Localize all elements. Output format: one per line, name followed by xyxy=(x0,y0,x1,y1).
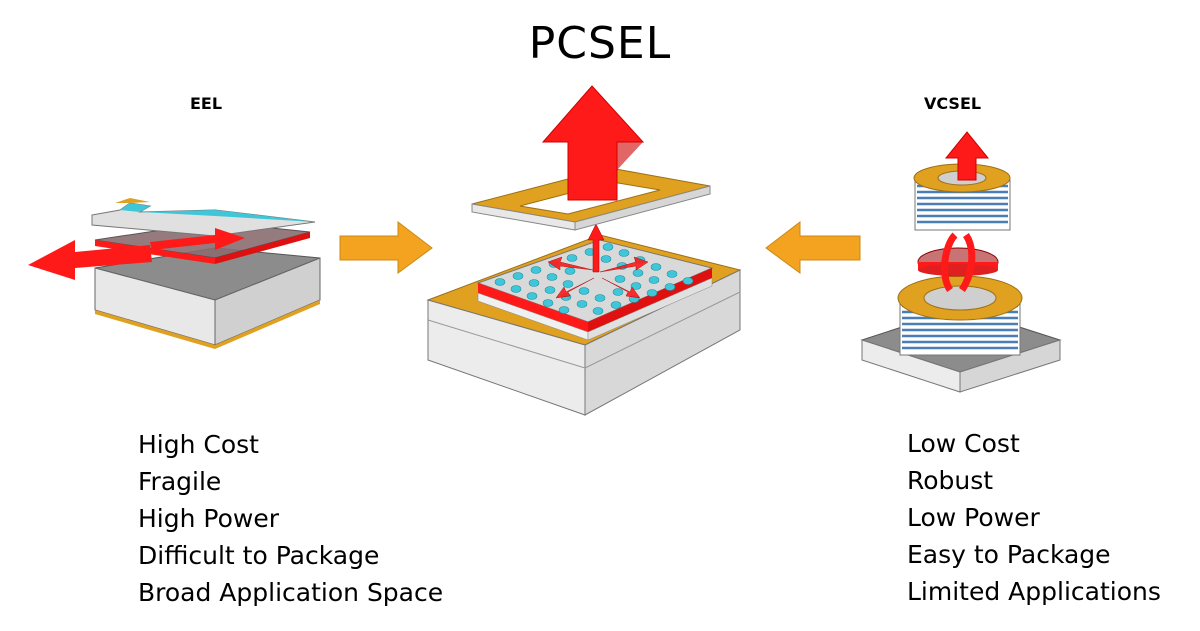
arrow-right-to-pcsel xyxy=(339,220,433,274)
in-plane-arrows xyxy=(547,256,649,299)
eel-label: EEL xyxy=(190,94,223,113)
eel-emission-arrow-left xyxy=(28,240,152,280)
pcsel-device xyxy=(426,85,742,416)
eel-bottom-contact xyxy=(95,300,320,349)
eel-properties-list: High Cost Fragile High Power Difficult t… xyxy=(138,426,443,611)
vcsel-properties-list: Low Cost Robust Low Power Easy to Packag… xyxy=(907,425,1161,610)
vcsel-property: Robust xyxy=(907,466,994,495)
eel-property: Fragile xyxy=(138,467,222,496)
eel-emission-arrow-right xyxy=(150,228,245,250)
pcsel-small-up-arrow xyxy=(587,223,605,273)
page-title: PCSEL xyxy=(528,18,672,69)
vcsel-property: Limited Applications xyxy=(907,577,1161,606)
eel-property: Broad Application Space xyxy=(138,578,444,607)
arrow-left-to-pcsel xyxy=(765,220,861,274)
vcsel-property: Easy to Package xyxy=(907,540,1111,569)
vcsel-feedback-arrow xyxy=(941,232,958,292)
photonic-crystal-holes xyxy=(494,243,694,315)
vcsel-emission-arrow xyxy=(944,131,990,181)
eel-device xyxy=(28,198,321,349)
eel-property: High Power xyxy=(138,504,279,533)
pcsel-emission-arrow xyxy=(541,85,645,201)
eel-property: Difficult to Package xyxy=(138,541,380,570)
vcsel-device xyxy=(860,131,1062,393)
vcsel-property: Low Power xyxy=(907,503,1040,532)
vcsel-label: VCSEL xyxy=(924,94,982,113)
eel-property: High Cost xyxy=(138,430,259,459)
vcsel-property: Low Cost xyxy=(907,429,1020,458)
